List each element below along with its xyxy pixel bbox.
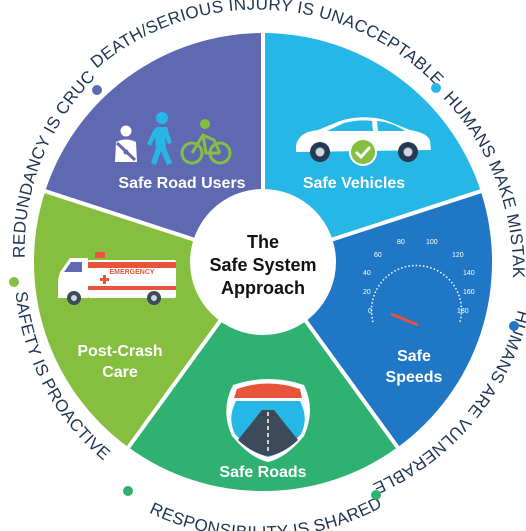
gauge-tick-120: 120 bbox=[452, 252, 464, 259]
gauge-tick-40: 40 bbox=[363, 270, 371, 277]
highway-shield-icon bbox=[226, 379, 310, 462]
seatbelt-icon bbox=[115, 125, 137, 162]
label-post-crash-line-1: Post-Crash bbox=[77, 343, 162, 360]
gauge-tick-180: 180 bbox=[457, 308, 469, 315]
center-title-line-2: Safe System bbox=[209, 255, 316, 275]
gauge-tick-20: 20 bbox=[363, 289, 371, 296]
gauge-tick-160: 160 bbox=[463, 289, 475, 296]
ring-dot-top-left bbox=[92, 85, 102, 95]
ambulance-text: EMERGENCY bbox=[109, 269, 154, 276]
gauge-tick-100: 100 bbox=[426, 239, 438, 246]
label-post-crash-line-2: Care bbox=[102, 364, 138, 381]
ring-dot-top-right bbox=[431, 83, 441, 93]
gauge-tick-140: 140 bbox=[463, 270, 475, 277]
car-icon bbox=[296, 117, 431, 162]
pedestrian-icon bbox=[147, 112, 172, 165]
center-title-line-3: Approach bbox=[221, 278, 305, 298]
cyclist-icon bbox=[180, 119, 232, 165]
ambulance-icon: EMERGENCY bbox=[58, 252, 176, 305]
label-safe-vehicles: Safe Vehicles bbox=[303, 175, 405, 192]
ring-dot-bottom-right bbox=[371, 490, 381, 500]
center-title-line-1: The bbox=[247, 232, 279, 252]
speedometer-icon: 0 20 40 60 80 100 120 140 160 180 bbox=[363, 239, 475, 327]
gauge-tick-80: 80 bbox=[397, 239, 405, 246]
ring-dot-left bbox=[9, 277, 19, 287]
gauge-tick-0: 0 bbox=[368, 308, 372, 315]
gauge-tick-60: 60 bbox=[374, 252, 382, 259]
label-safe-roads: Safe Roads bbox=[219, 464, 306, 481]
label-safe-road-users: Safe Road Users bbox=[118, 175, 245, 192]
label-safe-speeds-line-2: Speeds bbox=[386, 369, 443, 386]
segment-safe-road-users bbox=[45, 33, 264, 262]
checkmark-icon bbox=[349, 138, 377, 166]
ring-dot-bottom-left bbox=[123, 486, 133, 496]
center-circle bbox=[190, 189, 336, 335]
ring-dot-right bbox=[509, 321, 519, 331]
segment-safe-roads bbox=[128, 262, 398, 492]
label-safe-speeds-line-1: Safe bbox=[397, 348, 431, 365]
